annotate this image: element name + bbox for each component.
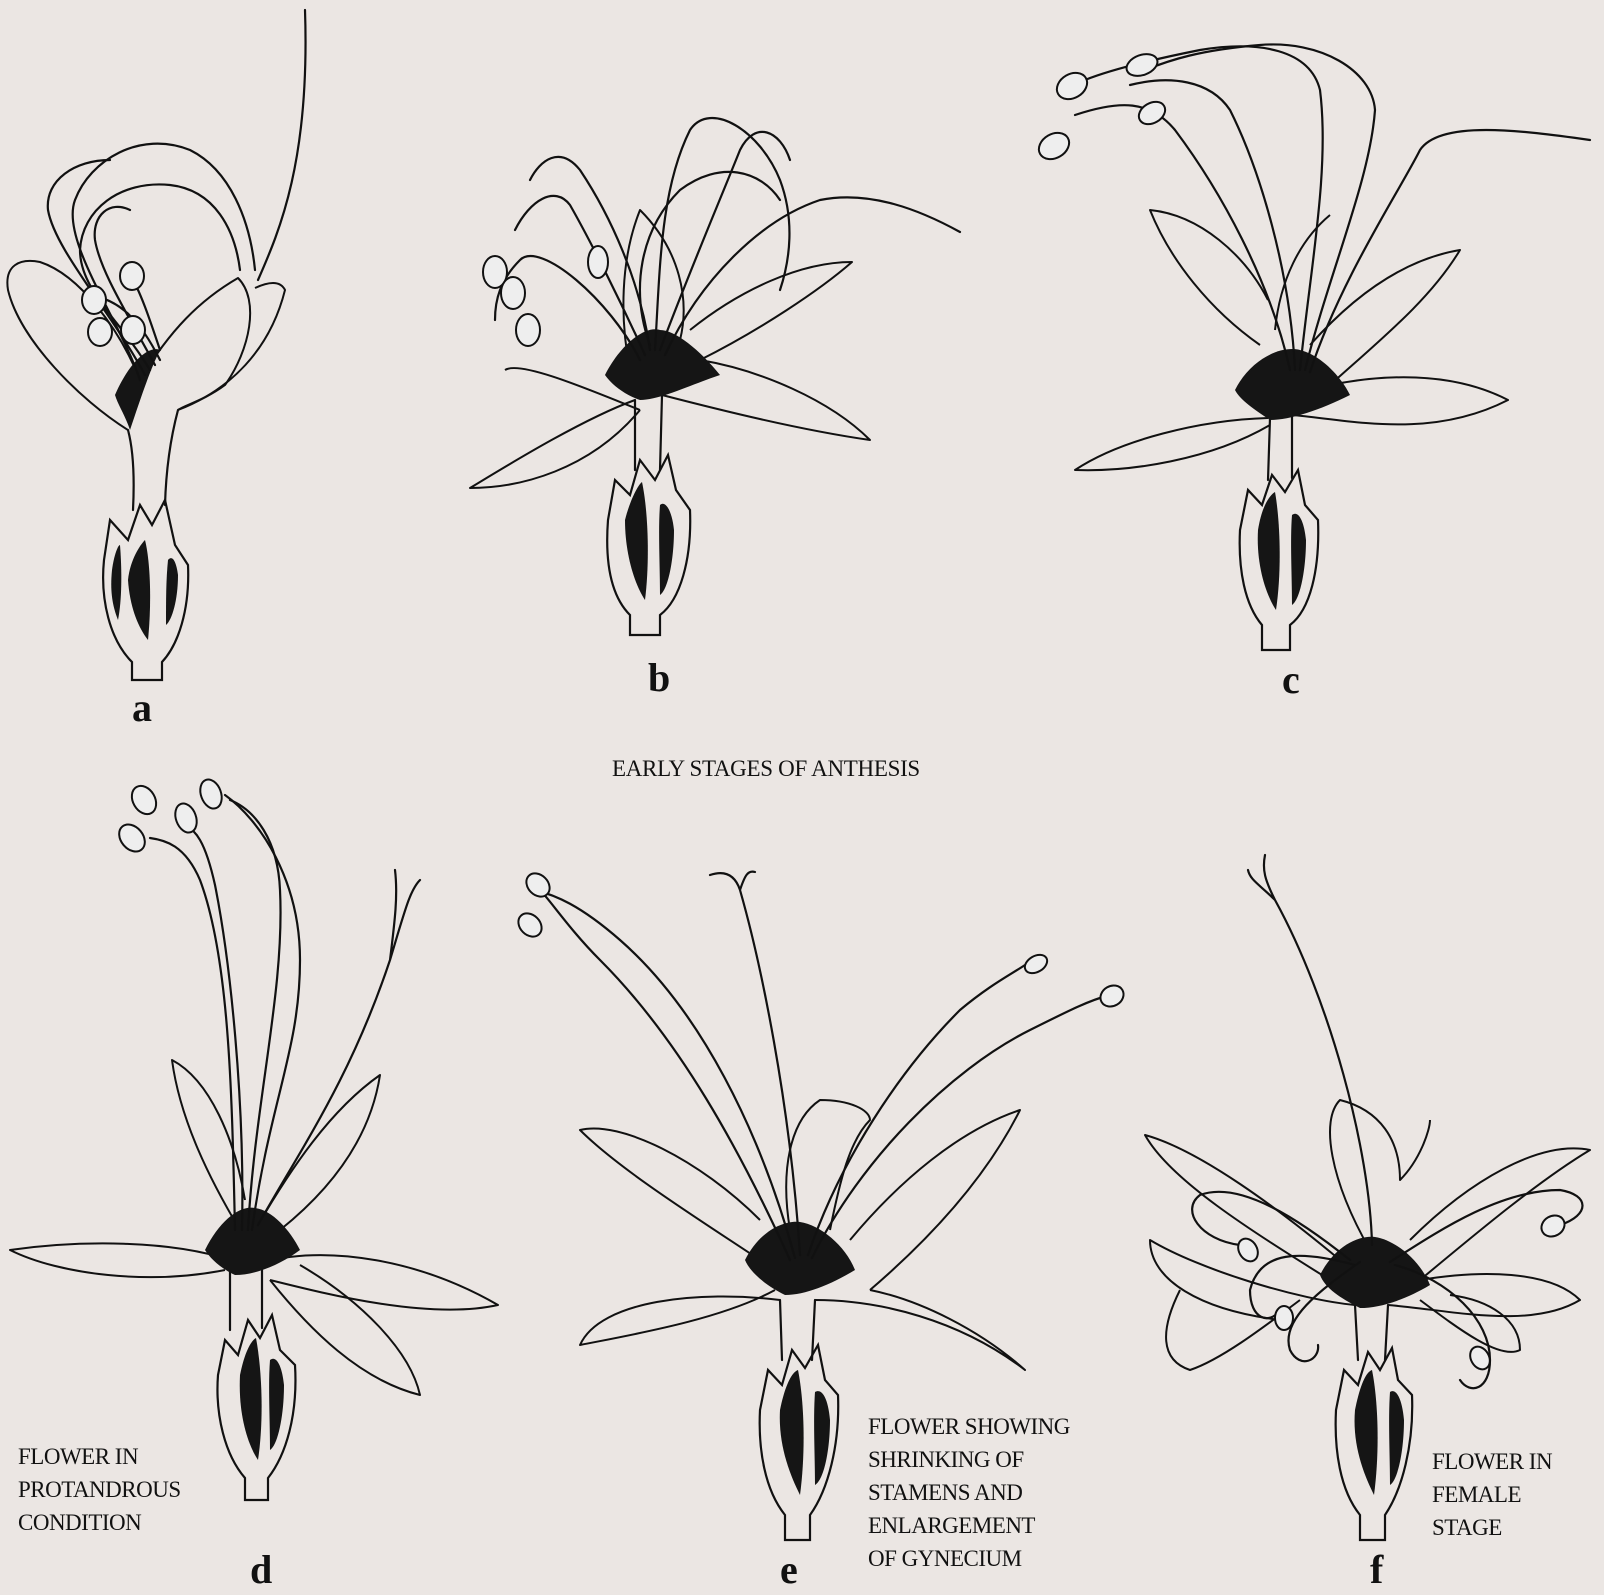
caption-line: CONDITION <box>18 1506 181 1539</box>
caption-e: FLOWER SHOWING SHRINKING OF STAMENS AND … <box>868 1410 1070 1575</box>
panel-label-d: d <box>250 1550 272 1590</box>
flower-d-drawing <box>10 776 498 1500</box>
panel-label-f: f <box>1370 1550 1383 1590</box>
caption-line: ENLARGEMENT <box>868 1509 1070 1542</box>
caption-line: FLOWER IN <box>18 1440 181 1473</box>
caption-line: PROTANDROUS <box>18 1473 181 1506</box>
panel-label-e: e <box>780 1550 798 1590</box>
caption-line: FLOWER IN <box>1432 1445 1552 1478</box>
caption-line: STAMENS AND <box>868 1476 1070 1509</box>
caption-f: FLOWER IN FEMALE STAGE <box>1432 1445 1552 1544</box>
caption-line: SHRINKING OF <box>868 1443 1070 1476</box>
flower-c-drawing <box>1034 44 1590 650</box>
flower-a-drawing <box>7 10 305 680</box>
caption-line: OF GYNECIUM <box>868 1542 1070 1575</box>
panel-label-b: b <box>648 658 670 698</box>
caption-line: FEMALE <box>1432 1478 1552 1511</box>
panel-label-a: a <box>132 688 152 728</box>
flower-f-drawing <box>1145 855 1590 1540</box>
flower-b-drawing <box>470 118 960 635</box>
caption-line: FLOWER SHOWING <box>868 1410 1070 1443</box>
caption-d: FLOWER IN PROTANDROUS CONDITION <box>18 1440 181 1539</box>
figure-title: EARLY STAGES OF ANTHESIS <box>612 756 920 782</box>
panel-label-c: c <box>1282 660 1300 700</box>
caption-line: STAGE <box>1432 1511 1552 1544</box>
